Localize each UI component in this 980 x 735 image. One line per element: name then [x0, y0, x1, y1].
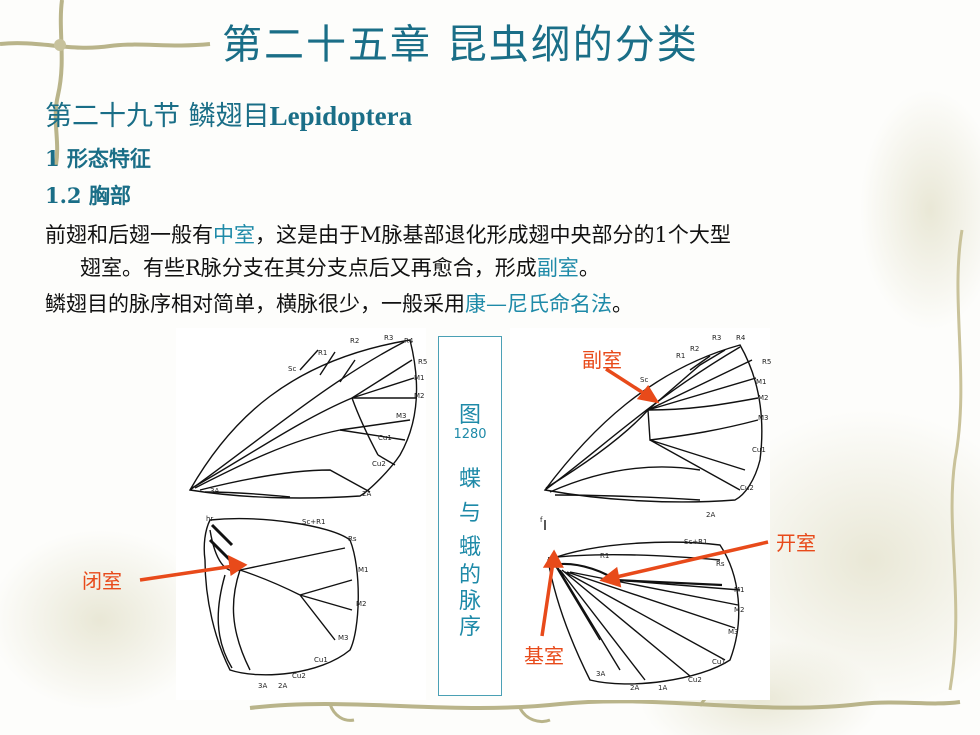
vein-label-rs-right: Rs: [716, 560, 725, 568]
arrowhead-closed-cell: [227, 554, 248, 577]
vein-label-m1: M1: [414, 374, 425, 382]
figure-caption-char: 的: [458, 563, 481, 588]
vein-label-r2: R2: [350, 337, 359, 345]
figure-caption-char: 蝶: [458, 467, 481, 492]
vein-label-r3: R3: [384, 334, 393, 342]
vein-label-m2: M2: [414, 392, 425, 400]
vein-label-3a: 3A: [210, 487, 219, 495]
vein-label-m3: M3: [396, 412, 407, 420]
vein-label-h1a-right: 1A: [658, 684, 667, 692]
heading-thorax: 1.2 胸部: [45, 183, 131, 208]
vein-label-h2a: 2A: [278, 682, 287, 690]
vein-label-sc-right: Sc: [640, 376, 648, 384]
figure-caption-char: 蛾: [458, 535, 481, 560]
vein-label-hm1-right: M1: [734, 586, 745, 594]
text-span: 。: [578, 256, 600, 280]
arrow-open-cell: [611, 540, 769, 580]
vein-label-hm2-right: M2: [734, 606, 745, 614]
vein-label-sc: Sc: [288, 365, 296, 373]
paragraph-1-line-2: 翅室。有些R脉分支在其分支点后又再愈合，形成副室。: [80, 252, 600, 282]
vein-label-cu2-right: Cu2: [740, 484, 754, 492]
label-basal-cell: 基室: [524, 644, 564, 668]
vein-label-h3a-right: 3A: [596, 670, 605, 678]
vein-label-hcu1: Cu1: [314, 656, 328, 664]
label-closed-cell: 闭室: [82, 569, 122, 593]
vein-label-r5-right: R5: [762, 358, 771, 366]
vein-label-sc-r1-right: Sc+R1: [684, 538, 707, 546]
vein-label-rs: Rs: [348, 535, 357, 543]
vein-label-hcu2-right: Cu2: [688, 676, 702, 684]
vein-label-2a: 2A: [362, 490, 371, 498]
vein-label-hm1: M1: [358, 566, 369, 574]
arrowhead-basal-cell: [542, 549, 564, 568]
text-span: 鳞翅目的脉序相对简单，横脉很少，一般采用: [45, 292, 465, 316]
vein-label-r1-hind-right: R1: [600, 552, 609, 560]
vein-label-hm3-right: M3: [728, 628, 739, 636]
vein-label-hcu2: Cu2: [292, 672, 306, 680]
vein-label-m2-right: M2: [758, 394, 769, 402]
figure-caption-char: 与: [458, 501, 481, 526]
figure-caption-box: 图 1280 蝶 与 蛾 的 脉 序: [438, 336, 502, 696]
arrowhead-accessory-cell: [636, 384, 660, 404]
vein-label-hm2: M2: [356, 600, 367, 608]
highlight-term-comstock-needham: 康—尼氏命名法: [465, 292, 612, 316]
highlight-term-accessory-cell: 副室: [536, 256, 579, 280]
vein-label-hm3: M3: [338, 634, 349, 642]
figure-number: 1280: [453, 427, 487, 442]
vein-label-2a-right: 2A: [706, 511, 715, 519]
text-span: 前翅和后翅一般有: [45, 223, 213, 247]
section-heading-latin: Lepidoptera: [269, 101, 413, 131]
figure-caption-char: 脉: [458, 589, 481, 614]
page-title: 第二十五章 昆虫纲的分类: [222, 22, 699, 68]
vein-label-r2-right: R2: [690, 345, 699, 353]
vein-label-h2a-right: 2A: [630, 684, 639, 692]
arrow-accessory-cell: [605, 367, 649, 398]
left-forewing-outline: [188, 339, 418, 499]
section-heading-cn: 第二十九节 鳞翅目: [45, 101, 270, 132]
label-open-cell: 开室: [776, 531, 816, 555]
vein-label-cu1: Cu1: [378, 434, 392, 442]
figure-caption-char: 图: [458, 403, 481, 428]
figure-caption-char: 序: [458, 615, 481, 640]
vein-label-cu2: Cu2: [372, 460, 386, 468]
vein-label-hr: hr: [206, 515, 213, 523]
left-figure-panel: [176, 328, 426, 700]
heading-morphology: 1 形态特征: [45, 146, 151, 171]
label-accessory-cell: 副室: [582, 348, 622, 372]
left-hindwing-outline: [203, 518, 359, 676]
vein-label-m3-right: M3: [758, 414, 769, 422]
vein-label-h3a: 3A: [258, 682, 267, 690]
arrowhead-open-cell: [599, 566, 622, 588]
vein-label-r4-right: R4: [736, 334, 746, 342]
vein-label-r1: R1: [318, 349, 327, 357]
vein-label-r3-right: R3: [712, 334, 721, 342]
highlight-term-discal-cell: 中室: [213, 223, 255, 247]
vein-label-f: f: [540, 516, 543, 524]
right-forewing-outline: [543, 344, 763, 503]
vein-label-cu1-right: Cu1: [752, 446, 766, 454]
section-heading: 第二十九节 鳞翅目Lepidoptera: [45, 94, 412, 133]
text-span: 。: [612, 292, 633, 316]
arrow-basal-cell: [540, 561, 555, 637]
vein-label-m1-right: M1: [756, 378, 767, 386]
right-hindwing-outline: [547, 541, 740, 685]
paragraph-1-line-1: 前翅和后翅一般有中室，这是由于M脉基部退化形成翅中央部分的1个大型: [45, 219, 731, 249]
arrow-closed-cell: [139, 564, 235, 582]
text-span: ，这是由于M脉基部退化形成翅中央部分的1个大型: [255, 223, 731, 247]
vein-label-r5: R5: [418, 358, 427, 366]
vein-label-sc-r1: Sc+R1: [302, 518, 325, 526]
vein-label-r4: R4: [404, 337, 414, 345]
vein-label-hcu1-right: Cu1: [712, 658, 726, 666]
paragraph-2: 鳞翅目的脉序相对简单，横脉很少，一般采用康—尼氏命名法。: [45, 288, 633, 318]
vein-label-r1-right: R1: [676, 352, 685, 360]
text-span: 翅室。有些R脉分支在其分支点后又再愈合，形成: [80, 256, 537, 280]
